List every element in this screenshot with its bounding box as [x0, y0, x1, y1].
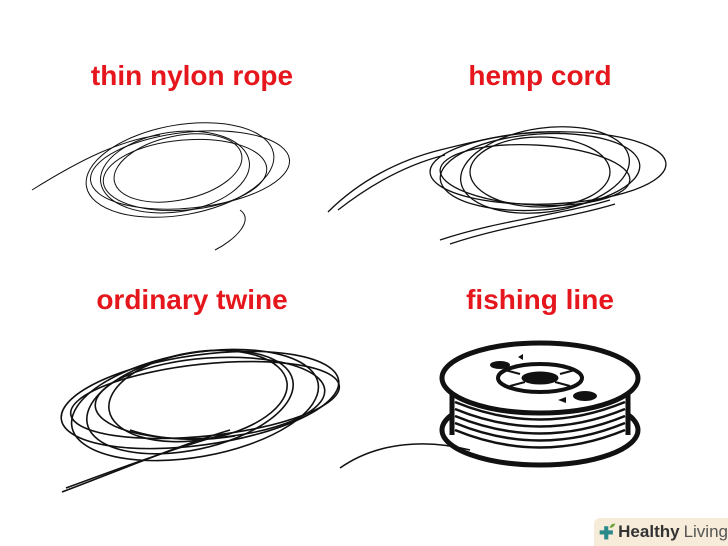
hemp-cord-illustration: [327, 126, 667, 245]
health-cross-icon: [599, 523, 616, 540]
label-ordinary-twine: ordinary twine: [96, 284, 288, 315]
logo-text-healthy: Healthy: [618, 522, 680, 541]
label-hemp-cord: hemp cord: [468, 60, 612, 91]
ordinary-twine-illustration: [60, 348, 341, 493]
label-thin-nylon-rope: thin nylon rope: [90, 60, 294, 91]
thin-nylon-rope-illustration: [31, 122, 291, 251]
healthy-living-logo: Healthy Living: [594, 518, 728, 546]
logo-text-living: Living: [683, 522, 728, 541]
label-fishing-line: fishing line: [466, 284, 614, 315]
fishing-line-spool-illustration: [339, 340, 641, 469]
